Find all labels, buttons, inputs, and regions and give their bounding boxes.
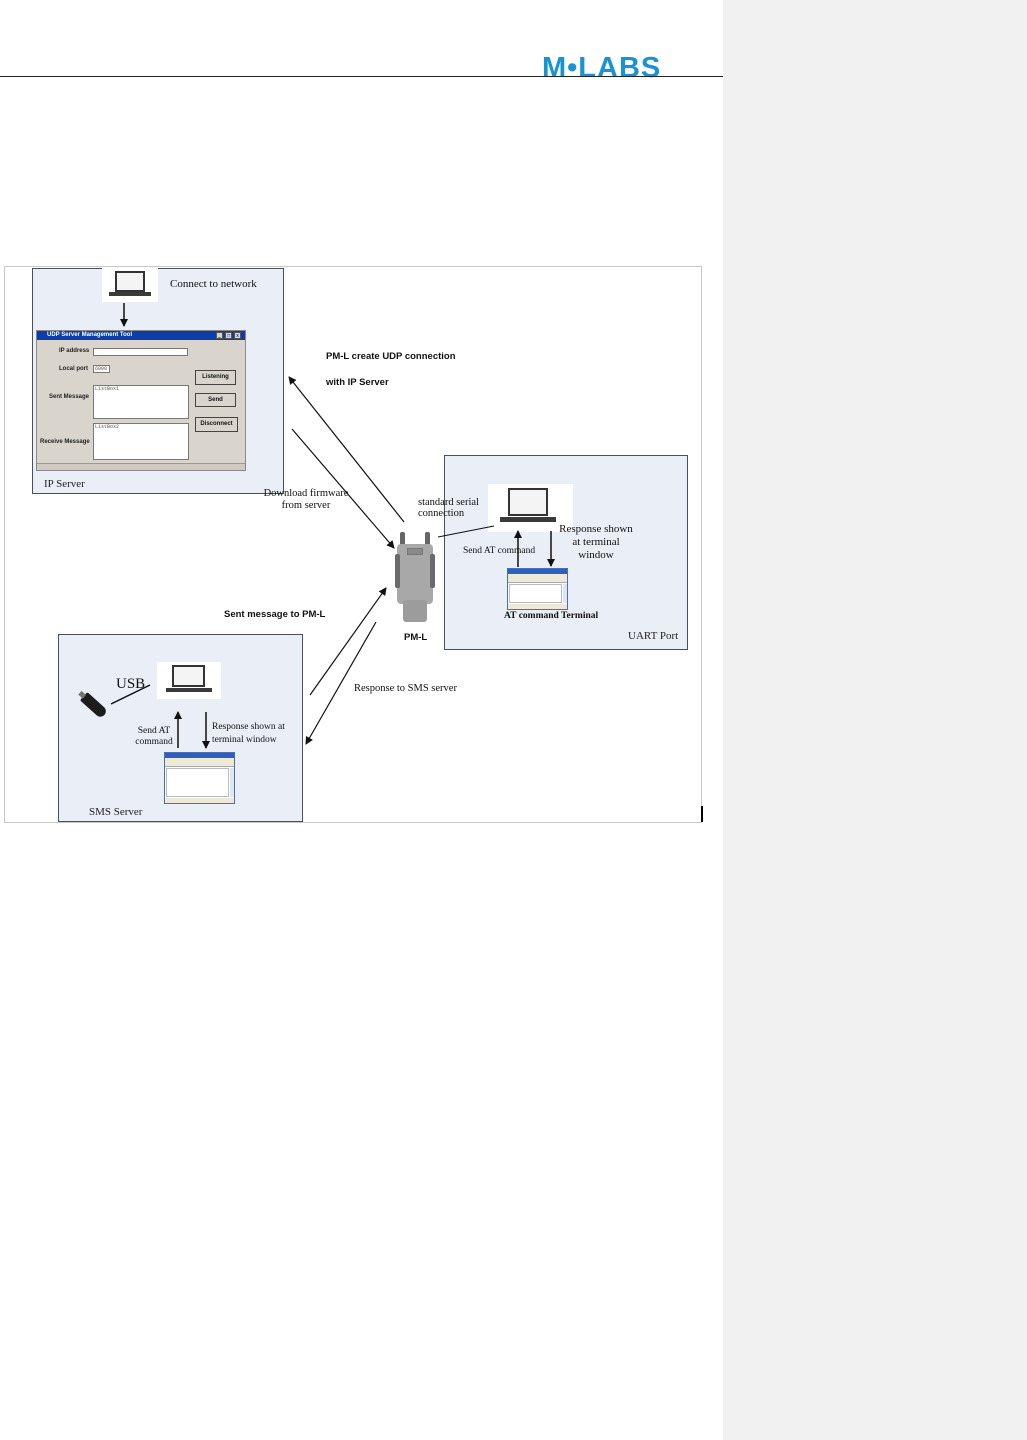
pm-l-label: PM-L (404, 632, 428, 643)
mlabs-logo: M•LABS (540, 50, 730, 84)
uart-response-line2: at terminal (572, 536, 620, 548)
logo-text: M•LABS (542, 52, 661, 80)
sent-message-list[interactable]: ListBox1 (93, 385, 189, 419)
text-cursor (701, 806, 703, 822)
uart-response-line3: window (578, 549, 614, 561)
header-rule (0, 76, 723, 77)
udp-status-bar (37, 463, 245, 470)
uart-terminal-window (507, 568, 568, 610)
udp-connection-caption-line2: with IP Server (326, 377, 389, 388)
sms-send-at-line2: command (135, 737, 173, 747)
sms-response-line1: Response shown at (212, 722, 285, 732)
ip-address-label: IP address (59, 348, 90, 354)
receive-message-list[interactable]: ListBox2 (93, 423, 189, 460)
udp-window-title: UDP Server Management Tool (37, 331, 245, 340)
serial-caption-line2: connection (418, 508, 465, 519)
listening-button[interactable]: Listening (195, 370, 236, 385)
download-firmware-caption-line1: Download firmware (263, 488, 349, 499)
udp-server-window: UDP Server Management Tool _ □ x IP addr… (36, 330, 246, 471)
sms-response-line2: terminal window (212, 735, 277, 745)
download-firmware-caption-line2: from server (281, 500, 331, 511)
ip-server-laptop-icon (102, 268, 158, 302)
sms-send-at-line1: Send AT (137, 726, 171, 736)
connect-network-caption: Connect to network (170, 278, 257, 290)
response-sms-caption: Response to SMS server (354, 683, 457, 694)
ip-server-label: IP Server (44, 478, 85, 490)
at-terminal-label: AT command Terminal (504, 611, 599, 621)
minimize-icon[interactable]: _ (216, 332, 223, 339)
uart-laptop-icon (488, 484, 573, 532)
receive-message-label: Receive Message (40, 439, 90, 445)
sent-message-label: Sent Message (49, 394, 90, 400)
ip-address-input[interactable] (93, 348, 188, 356)
uart-port-label: UART Port (628, 630, 679, 642)
pm-l-device-icon (395, 532, 435, 622)
comment-margin-pane (723, 0, 1027, 1440)
udp-connection-caption-line1: PM-L create UDP connection (326, 351, 456, 362)
sms-laptop-icon (157, 662, 221, 699)
serial-caption-line1: standard serial (418, 497, 479, 508)
sent-message-caption: Sent message to PM-L (224, 609, 326, 620)
disconnect-button[interactable]: Disconnect (195, 417, 238, 432)
uart-response-line1: Response shown (559, 523, 633, 535)
local-port-input[interactable]: 6000 (93, 365, 110, 373)
uart-send-at-caption: Send AT command (463, 546, 536, 556)
sms-server-label: SMS Server (89, 806, 143, 818)
local-port-label: Local port (59, 366, 89, 372)
sms-terminal-window (164, 752, 235, 804)
close-icon[interactable]: x (234, 332, 241, 339)
send-button[interactable]: Send (195, 393, 236, 407)
maximize-icon[interactable]: □ (225, 332, 232, 339)
usb-label: USB (116, 676, 146, 692)
